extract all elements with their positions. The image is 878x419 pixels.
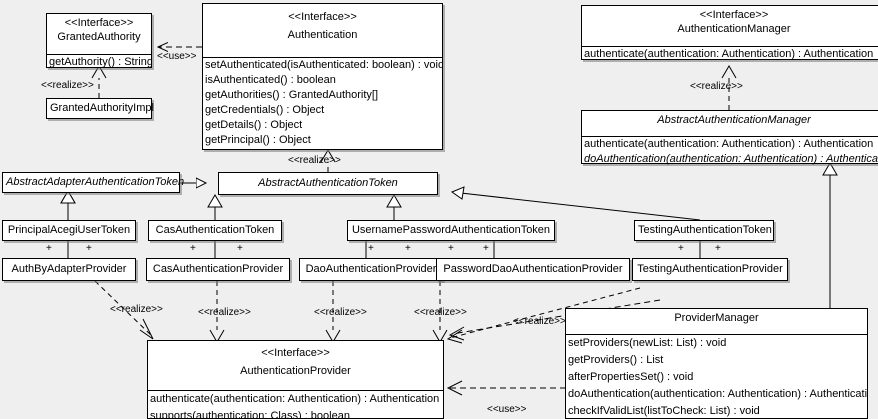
operation-row: doAuthentication(authentication: Authent…: [584, 153, 878, 165]
operations-compartment-authentication-provider: authenticate(authentication: Authenticat…: [148, 391, 443, 419]
multiplicity-plus: +: [46, 243, 52, 254]
class-name-label: AuthByAdapterProvider: [11, 263, 127, 275]
class-name-label: Authentication: [287, 29, 358, 41]
class-header-granted-authority: <<Interface>> GrantedAuthority: [47, 14, 151, 55]
operation-row: setProviders(newList: List) : void: [568, 337, 727, 349]
class-header-authentication-manager: <<Interface>> AuthenticationManager: [582, 6, 878, 47]
generalization-providermanager-abstractauthmanager: [822, 162, 838, 308]
class-auth-by-adapter-provider[interactable]: AuthByAdapterProvider: [2, 258, 136, 281]
operation-row: authenticate(authentication: Authenticat…: [150, 393, 440, 405]
operations-compartment-granted-authority: getAuthority() : String: [47, 55, 151, 70]
multiplicity-plus: +: [86, 243, 92, 254]
class-name-label: AuthenticationManager: [677, 23, 791, 35]
class-name-label: GrantedAuthorityImpl: [50, 102, 154, 114]
edge-label-realize-provider-manager: <<realize>>: [513, 316, 566, 327]
class-testing-authentication-token[interactable]: TestingAuthenticationToken: [634, 220, 774, 241]
generalization-casauthenticationtoken-abstracttoken: [207, 194, 223, 220]
operations-compartment-authentication-manager: authenticate(authentication: Authenticat…: [582, 47, 878, 62]
generalization-principalacegiusertoken-abstractadapter: [60, 190, 76, 220]
class-abstract-authentication-token[interactable]: AbstractAuthenticationToken: [218, 172, 438, 195]
multiplicity-plus: +: [368, 243, 374, 254]
stereotype-label: <<Interface>>: [261, 347, 330, 359]
edge-label-realize-password-dao-provider: <<realize>>: [414, 307, 467, 318]
class-provider-manager[interactable]: ProviderManager setProviders(newList: Li…: [565, 308, 868, 419]
operation-row: getPrincipal() : Object: [205, 134, 311, 146]
class-name-label: PrincipalAcegiUserToken: [7, 224, 131, 236]
class-dao-authentication-provider[interactable]: DaoAuthenticationProvider: [299, 258, 443, 281]
multiplicity-plus: +: [448, 243, 454, 254]
operation-row: getAuthority() : String: [49, 56, 151, 68]
class-name-label: ProviderManager: [674, 312, 759, 324]
class-name-label: PasswordDaoAuthenticationProvider: [443, 263, 623, 275]
class-name-label: UsernamePasswordAuthenticationToken: [351, 224, 551, 236]
edge-label-realize-auth-by-adapter: <<realize>>: [110, 304, 163, 315]
operation-row: setAuthenticated(isAuthenticated: boolea…: [205, 59, 442, 71]
generalization-usernamepasswordtoken-abstracttoken: [386, 194, 402, 220]
class-abstract-authentication-manager[interactable]: AbstractAuthenticationManager authentica…: [581, 110, 878, 167]
class-name-label: GrantedAuthority: [57, 31, 141, 43]
class-name-label: AbstractAuthenticationManager: [657, 114, 811, 126]
operation-row: authenticate(authentication: Authenticat…: [584, 48, 874, 60]
class-granted-authority[interactable]: <<Interface>> GrantedAuthority getAuthor…: [46, 13, 152, 68]
multiplicity-plus: +: [483, 243, 489, 254]
multiplicity-plus: +: [715, 243, 721, 254]
class-header-authentication: <<Interface>> Authentication: [203, 4, 442, 58]
operation-row: getDetails() : Object: [205, 119, 303, 131]
class-header-abstract-authentication-manager: AbstractAuthenticationManager: [582, 111, 878, 137]
operations-compartment-authentication: setAuthenticated(isAuthenticated: boolea…: [203, 58, 442, 148]
edge-label-realize-cas-provider: <<realize>>: [198, 307, 251, 318]
class-name-label: TestingAuthenticationProvider: [637, 263, 783, 275]
class-cas-authentication-provider[interactable]: CasAuthenticationProvider: [146, 258, 290, 281]
class-header-authentication-provider: <<Interface>> AuthenticationProvider: [148, 341, 443, 391]
operation-row: afterPropertiesSet() : void: [568, 371, 694, 383]
edge-label-use-provider-manager: <<use>>: [487, 404, 527, 415]
edge-label-use-granted-authority: <<use>>: [157, 51, 197, 62]
class-abstract-adapter-authentication-token[interactable]: AbstractAdapterAuthenticationToken: [2, 172, 185, 193]
operations-compartment-abstract-authentication-manager: authenticate(authentication: Authenticat…: [582, 137, 878, 167]
class-cas-authentication-token[interactable]: CasAuthenticationToken: [148, 220, 282, 241]
operation-row: getAuthorities() : GrantedAuthority[]: [205, 89, 379, 101]
multiplicity-plus: +: [237, 243, 243, 254]
class-authentication[interactable]: <<Interface>> Authentication setAuthenti…: [202, 3, 443, 150]
operation-row: getCredentials() : Object: [205, 104, 325, 116]
class-name-label: AbstractAuthenticationToken: [258, 177, 398, 189]
edge-label-realize-dao-provider: <<realize>>: [314, 307, 367, 318]
class-granted-authority-impl[interactable]: GrantedAuthorityImpl: [46, 98, 154, 119]
class-name-label: CasAuthenticationProvider: [152, 263, 284, 275]
operation-row: authenticate(authentication: Authenticat…: [584, 138, 874, 150]
operation-row: doAuthentication(authentication: Authent…: [568, 388, 867, 400]
multiplicity-plus: +: [405, 243, 411, 254]
generalization-testingtoken-abstracttoken: [450, 186, 701, 221]
class-password-dao-authentication-provider[interactable]: PasswordDaoAuthenticationProvider: [436, 258, 630, 281]
class-testing-authentication-provider[interactable]: TestingAuthenticationProvider: [632, 258, 788, 281]
class-name-label: DaoAuthenticationProvider: [305, 263, 437, 275]
class-name-label: TestingAuthenticationToken: [638, 224, 772, 236]
class-authentication-manager[interactable]: <<Interface>> AuthenticationManager auth…: [581, 5, 878, 60]
class-name-label: AbstractAdapterAuthenticationToken: [6, 176, 185, 188]
operation-row: checkIfValidList(listToCheck: List) : vo…: [568, 405, 760, 417]
operations-compartment-provider-manager: setProviders(newList: List) : void getPr…: [566, 335, 867, 419]
operation-row: getProviders() : List: [568, 354, 664, 366]
class-username-password-authentication-token[interactable]: UsernamePasswordAuthenticationToken: [347, 220, 555, 241]
stereotype-label: <<Interface>>: [288, 11, 357, 23]
edge-label-realize-granted-authority-impl: <<realize>>: [41, 80, 94, 91]
operation-row: isAuthenticated() : boolean: [205, 74, 336, 86]
multiplicity-plus: +: [678, 243, 684, 254]
edge-label-realize-abstract-auth-manager: <<realize>>: [690, 81, 743, 92]
edge-label-realize-abstract-auth-token: <<realize>>: [288, 155, 341, 166]
class-header-provider-manager: ProviderManager: [566, 309, 867, 335]
stereotype-label: <<Interface>>: [64, 17, 134, 29]
class-authentication-provider[interactable]: <<Interface>> AuthenticationProvider aut…: [147, 340, 444, 419]
multiplicity-plus: +: [190, 243, 196, 254]
class-name-label: AuthenticationProvider: [240, 365, 351, 377]
class-name-label: CasAuthenticationToken: [155, 224, 275, 236]
class-principal-acegi-user-token[interactable]: PrincipalAcegiUserToken: [2, 220, 136, 241]
realization-grantedauthorityimpl-grantedauthority: [91, 65, 107, 98]
operation-row: supports(authentication: Class) : boolea…: [150, 410, 350, 419]
stereotype-label: <<Interface>>: [699, 9, 769, 21]
